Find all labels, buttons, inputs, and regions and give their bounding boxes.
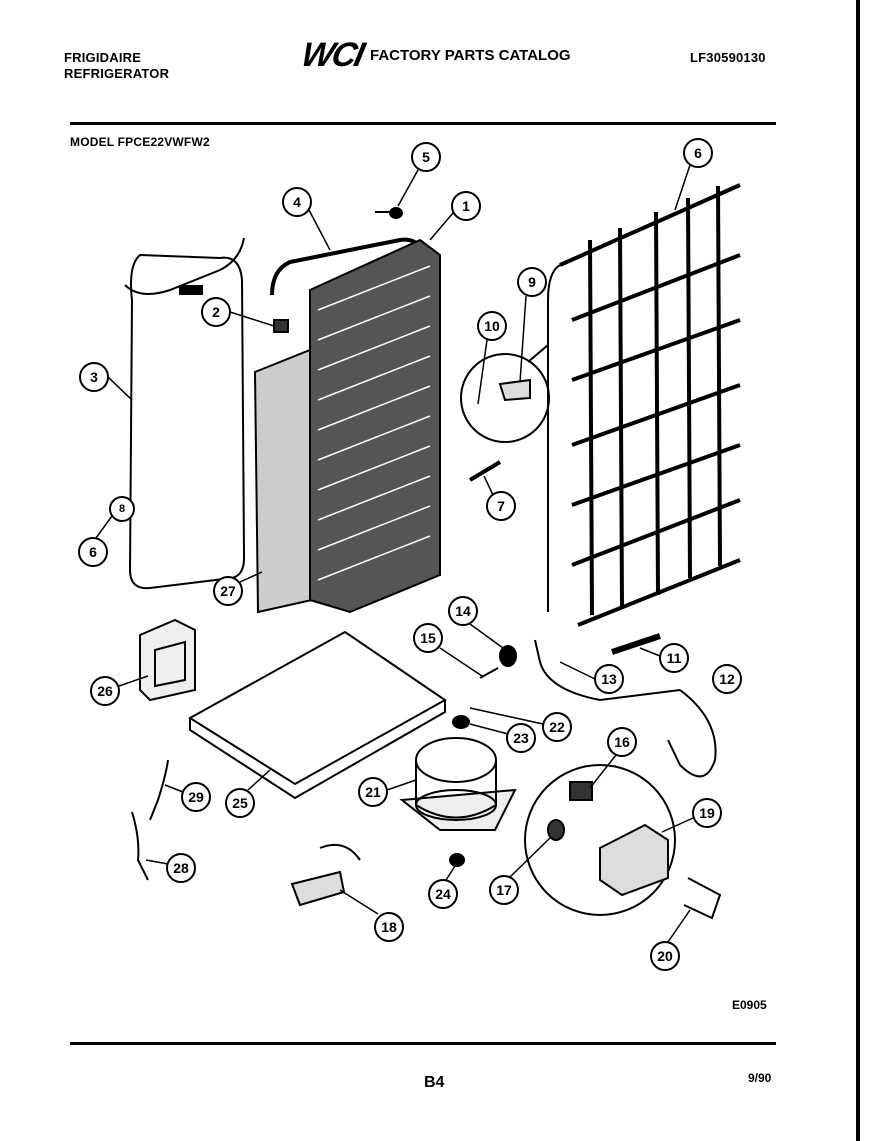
callout-5: 5	[411, 142, 441, 172]
callout-26: 26	[90, 676, 120, 706]
clip-20-part	[683, 877, 722, 920]
page-border	[856, 0, 860, 1141]
callout-17: 17	[489, 875, 519, 905]
svg-text:26: 26	[97, 683, 113, 699]
callout-1: 1	[451, 191, 481, 221]
callout-16: 16	[607, 727, 637, 757]
callout-4: 4	[282, 187, 312, 217]
callout-28: 28	[166, 853, 196, 883]
callout-20: 20	[650, 941, 680, 971]
svg-text:20: 20	[657, 948, 673, 964]
base-pan-part	[188, 630, 447, 786]
callout-14: 14	[448, 596, 478, 626]
svg-text:7: 7	[497, 498, 505, 514]
condenser-coil-part	[559, 183, 741, 627]
svg-text:28: 28	[173, 860, 189, 876]
capacitor-part	[290, 870, 346, 907]
page-code: B4	[424, 1074, 445, 1091]
callout-25: 25	[225, 788, 255, 818]
drawing-code: E0905	[732, 998, 767, 1012]
footer-rule	[70, 1042, 776, 1045]
callout-13: 13	[594, 664, 624, 694]
callout-27: 27	[213, 576, 243, 606]
relay-part	[599, 823, 669, 897]
svg-text:14: 14	[455, 603, 471, 619]
filter-pad-part	[253, 348, 314, 614]
svg-text:13: 13	[601, 671, 617, 687]
catalog-title: FACTORY PARTS CATALOG	[370, 47, 571, 64]
callout-24: 24	[428, 879, 458, 909]
callout-29: 29	[181, 782, 211, 812]
header-rule	[70, 122, 776, 125]
clip-part	[273, 319, 289, 333]
callout-8: 8	[109, 496, 135, 522]
callout-15: 15	[413, 623, 443, 653]
catalog-number: LF30590130	[690, 50, 766, 65]
callout-6-left: 6	[78, 537, 108, 567]
callout-9: 9	[517, 267, 547, 297]
callout-7: 7	[486, 491, 516, 521]
svg-text:4: 4	[293, 194, 301, 210]
callout-6-right: 6	[683, 138, 713, 168]
callout-19: 19	[692, 798, 722, 828]
compressor-part	[399, 737, 517, 831]
model-label: MODEL FPCE22VWFW2	[70, 135, 210, 149]
callout-2: 2	[201, 297, 231, 327]
svg-text:11: 11	[667, 650, 682, 666]
svg-text:18: 18	[381, 919, 397, 935]
brand-line-1: FRIGIDAIRE	[64, 50, 142, 65]
svg-text:29: 29	[188, 789, 204, 805]
callout-23: 23	[506, 723, 536, 753]
svg-text:6: 6	[694, 145, 702, 161]
svg-text:15: 15	[420, 630, 436, 646]
brand-line-2: REFRIGERATOR	[64, 66, 170, 81]
svg-text:12: 12	[719, 671, 735, 687]
svg-text:8: 8	[119, 503, 125, 515]
svg-text:3: 3	[90, 369, 98, 385]
svg-text:27: 27	[220, 583, 236, 599]
svg-text:21: 21	[365, 784, 381, 800]
svg-text:1: 1	[462, 198, 470, 214]
svg-text:5: 5	[422, 149, 430, 165]
svg-text:9: 9	[528, 274, 536, 290]
svg-text:23: 23	[513, 730, 529, 746]
svg-text:16: 16	[614, 734, 630, 750]
callout-3: 3	[79, 362, 109, 392]
callout-12: 12	[712, 664, 742, 694]
evaporator-part	[309, 238, 441, 614]
svg-text:17: 17	[496, 882, 512, 898]
svg-text:10: 10	[484, 318, 500, 334]
callout-11: 11	[659, 643, 689, 673]
callout-21: 21	[358, 777, 388, 807]
svg-text:19: 19	[699, 805, 715, 821]
bracket-part	[139, 618, 196, 702]
callout-10: 10	[477, 311, 507, 341]
callout-18: 18	[374, 912, 404, 942]
svg-text:24: 24	[435, 886, 451, 902]
svg-text:2: 2	[212, 304, 220, 320]
svg-text:6: 6	[89, 544, 97, 560]
svg-text:25: 25	[232, 795, 248, 811]
callout-22: 22	[542, 712, 572, 742]
svg-text:22: 22	[549, 719, 565, 735]
print-date: 9/90	[748, 1071, 772, 1085]
